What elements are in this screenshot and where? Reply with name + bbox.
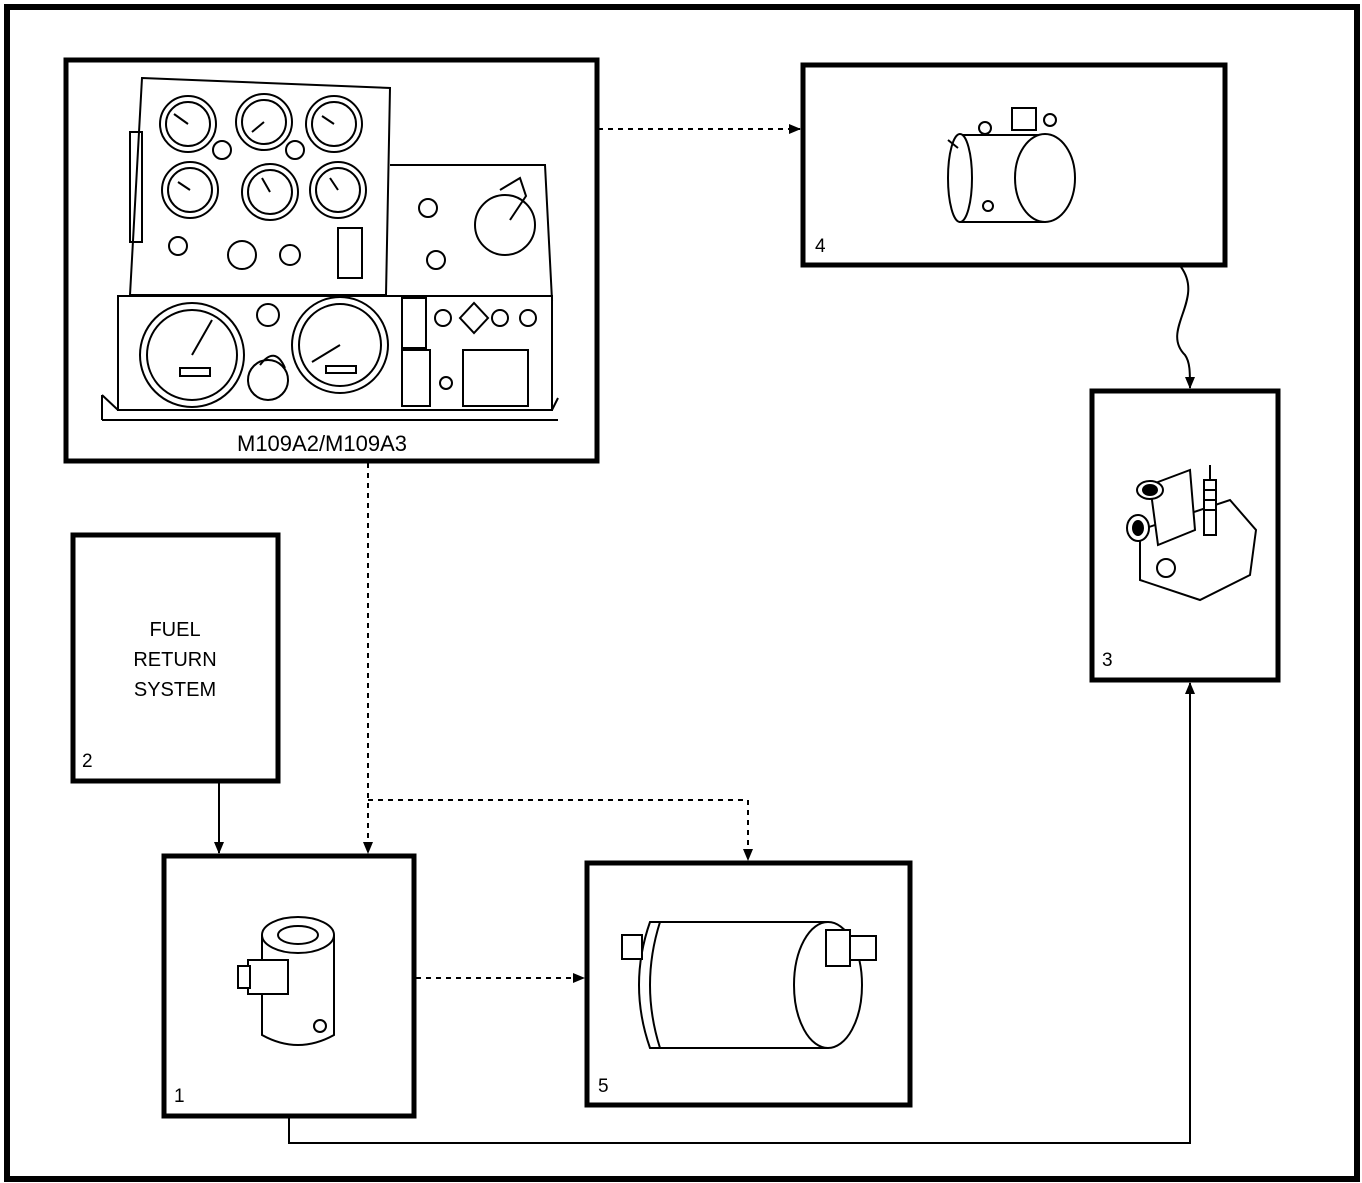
instrument-panel-drawing bbox=[101, 76, 559, 421]
box-1-number: 1 bbox=[174, 1086, 185, 1107]
box-2: FUEL RETURN SYSTEM 2 bbox=[70, 532, 281, 784]
starter-motor-drawing bbox=[947, 107, 1076, 223]
box-4: 4 bbox=[800, 62, 1228, 268]
box-5: 5 bbox=[584, 860, 913, 1108]
instrument-panel-box: M109A2/M109A3 bbox=[63, 57, 600, 464]
fitting-drawing bbox=[1126, 465, 1258, 602]
box-2-label-line-2: RETURN bbox=[133, 649, 216, 671]
box-4-number: 4 bbox=[815, 236, 826, 257]
valve-body-drawing bbox=[237, 916, 335, 1046]
fuel-filter-drawing bbox=[621, 921, 877, 1049]
panel-caption: M109A2/M109A3 bbox=[237, 431, 407, 456]
box-1: 1 bbox=[161, 853, 417, 1119]
outer-frame bbox=[4, 4, 1360, 1182]
connector-box-4-to-box-3 bbox=[1176, 266, 1195, 389]
box-3: 3 bbox=[1089, 388, 1281, 683]
box-5-number: 5 bbox=[598, 1076, 609, 1097]
box-2-label-line-3: SYSTEM bbox=[134, 679, 216, 701]
box-3-number: 3 bbox=[1102, 650, 1113, 671]
connector-panel-to-box-5 bbox=[368, 799, 753, 861]
connector-box-1-to-box-3 bbox=[288, 682, 1195, 1144]
box-2-label-line-1: FUEL bbox=[149, 619, 200, 641]
box-2-number: 2 bbox=[82, 751, 93, 772]
